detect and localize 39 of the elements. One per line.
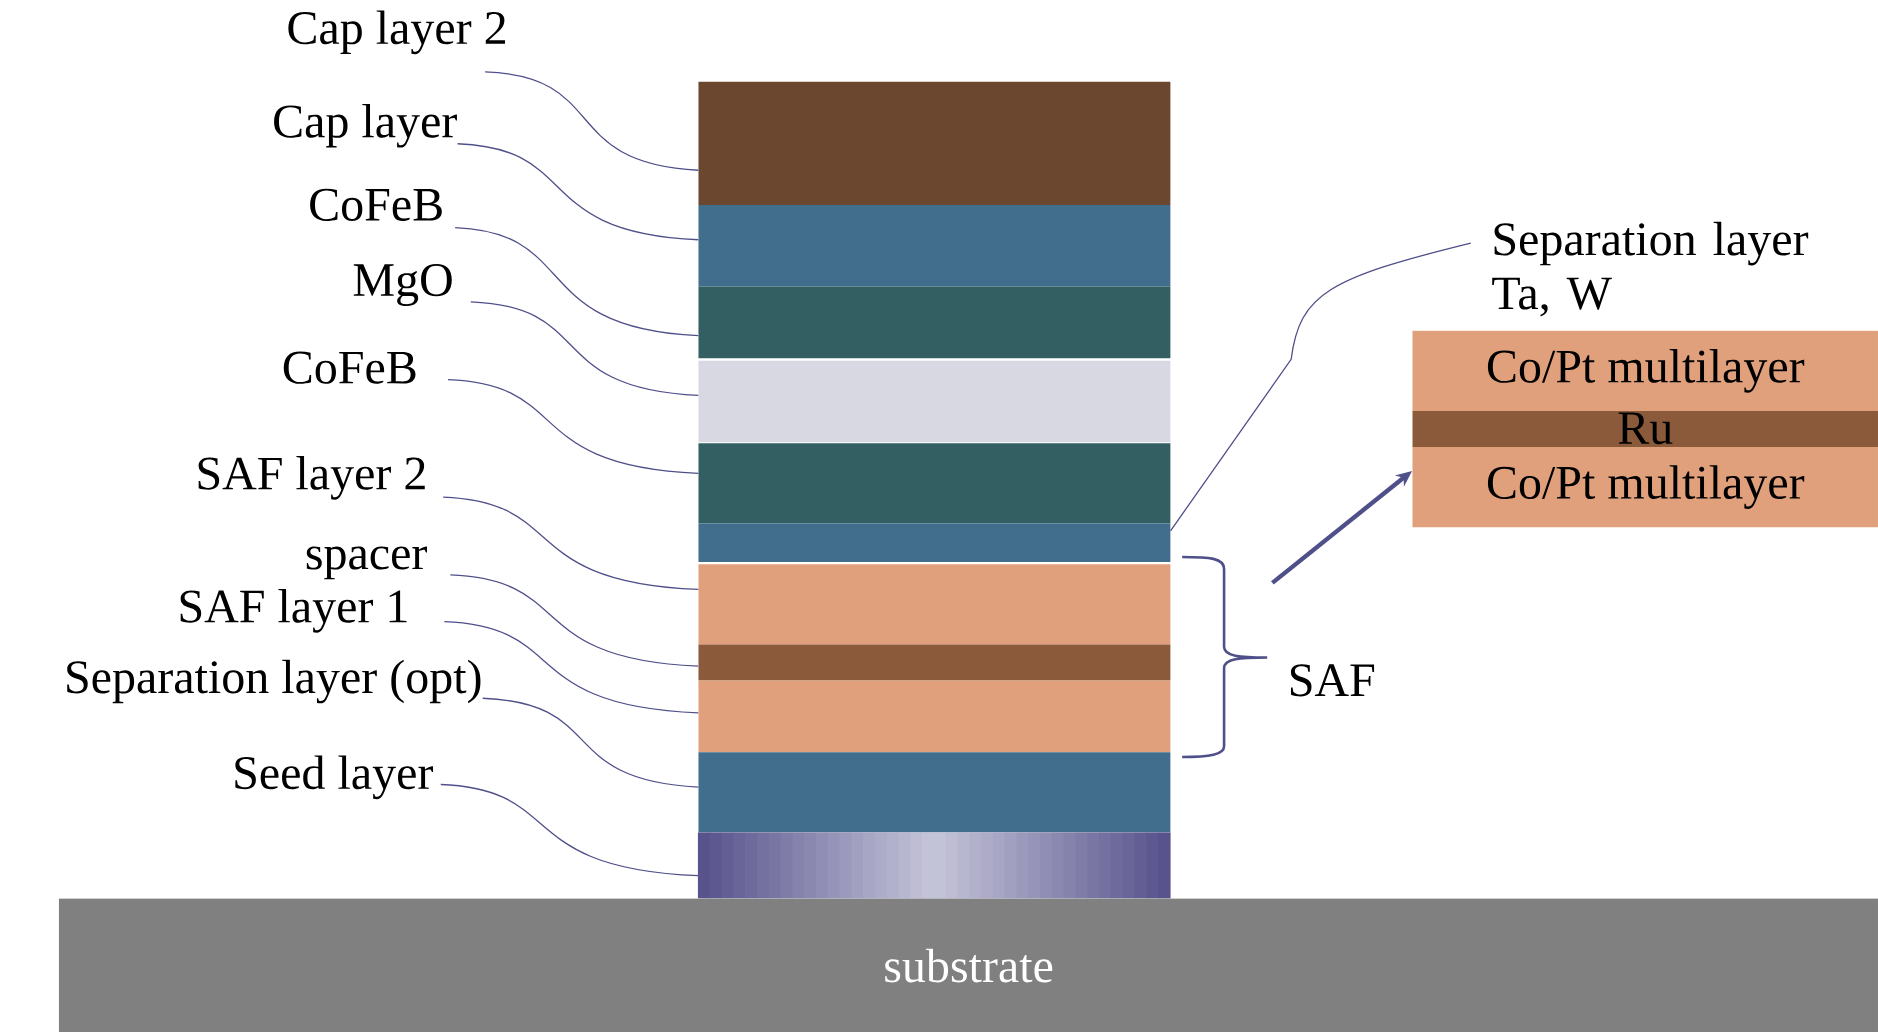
layer-box: Co/Pt multilayer xyxy=(1412,446,1878,528)
layer-label: Cap layer 2 xyxy=(288,10,506,55)
layer-box xyxy=(698,81,1171,205)
leader-line xyxy=(484,71,699,171)
leader-line xyxy=(442,496,699,591)
layer-box xyxy=(698,523,1171,562)
layer-box xyxy=(698,205,1171,287)
substrate-block: substrate xyxy=(58,898,1878,1032)
leader-line xyxy=(447,379,699,474)
leader-line xyxy=(443,620,699,714)
layer-box xyxy=(697,832,1171,899)
leader-line xyxy=(482,697,699,788)
layer-label: CoFeB xyxy=(283,351,416,384)
layer-box: Ru xyxy=(1412,411,1878,447)
layer-label: spacer xyxy=(306,546,427,580)
layer-box xyxy=(698,564,1171,645)
layer-box xyxy=(698,752,1171,833)
brace-label: SAF xyxy=(1290,664,1375,697)
leader-line xyxy=(470,301,699,397)
layer-label: SAF layer 2 xyxy=(198,456,425,500)
leader-line xyxy=(456,143,699,241)
layer-label: Cap layer xyxy=(274,103,457,148)
layer-box xyxy=(698,286,1171,359)
leader-line xyxy=(449,574,699,667)
layer-label: MgO xyxy=(353,263,452,307)
leader-line xyxy=(454,226,699,337)
layer-box xyxy=(698,680,1171,753)
layer-box xyxy=(698,443,1171,524)
leader-line xyxy=(1169,242,1472,532)
leader-line xyxy=(440,783,699,877)
layer-label: CoFeB xyxy=(310,188,442,221)
layer-label: Separation layer Ta, W xyxy=(1492,221,1809,317)
layer-box xyxy=(698,360,1171,443)
layer-box: Co/Pt multilayer xyxy=(1412,330,1878,411)
layer-box xyxy=(698,644,1171,681)
layer-label: SAF layer 1 xyxy=(180,589,407,633)
curly-brace xyxy=(1182,555,1269,759)
layer-label: Seed layer xyxy=(235,755,433,800)
layer-label: Separation layer (opt) xyxy=(67,659,481,704)
